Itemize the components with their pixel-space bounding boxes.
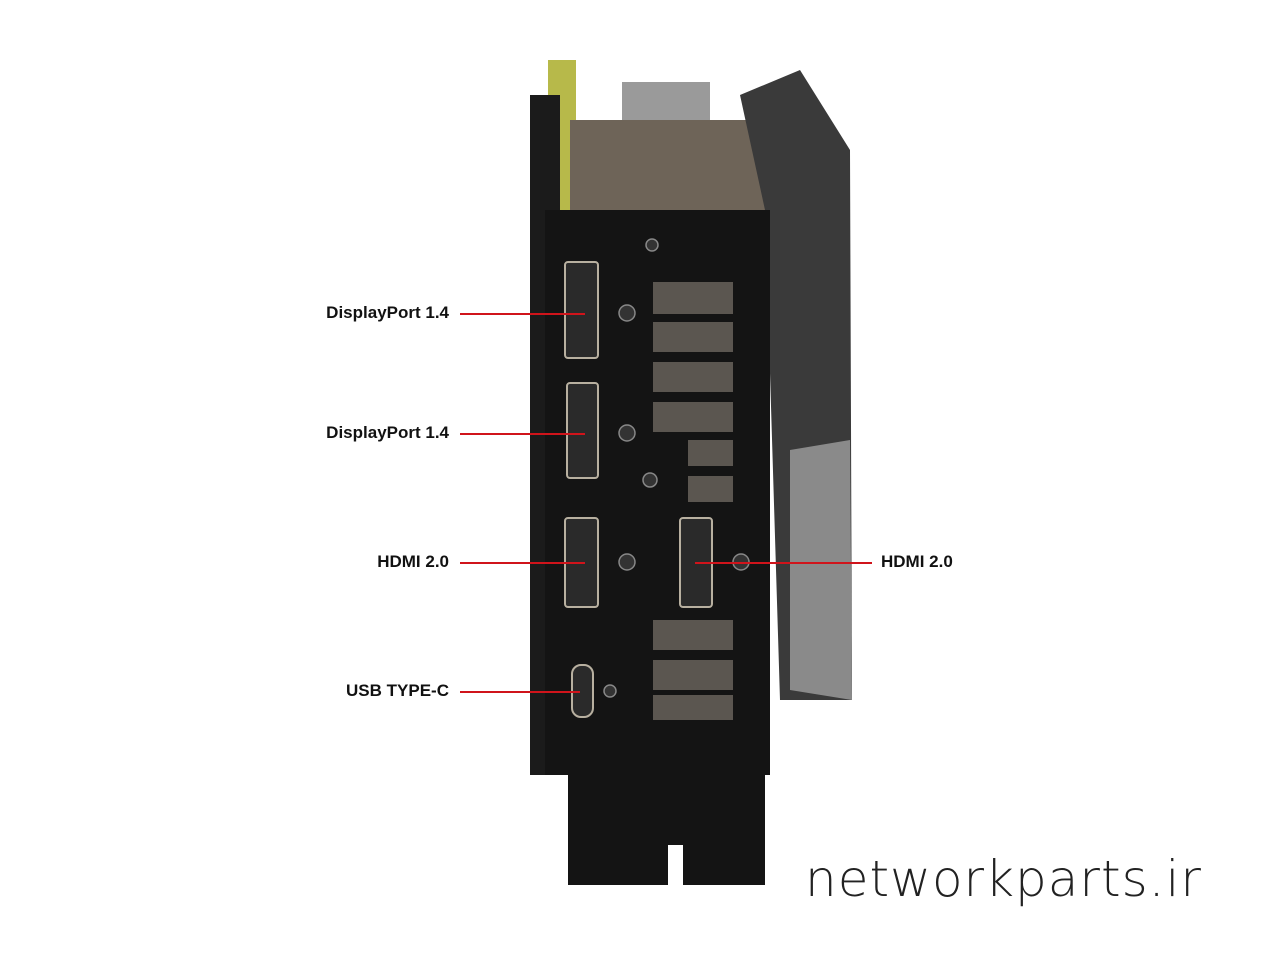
- displayport-1: [564, 261, 599, 359]
- callout-line-usbc: [460, 691, 580, 693]
- heatsink-top: [570, 120, 770, 215]
- standoff-icon: [645, 238, 659, 252]
- callout-line-dp1: [460, 313, 585, 315]
- screw-icon: [618, 424, 636, 442]
- label-usb-c: USB TYPE-C: [346, 681, 449, 700]
- label-hdmi-left: HDMI 2.0: [377, 552, 449, 571]
- label-displayport-2: DisplayPort 1.4: [326, 423, 449, 442]
- label-displayport-1: DisplayPort 1.4: [326, 303, 449, 322]
- standoff-icon: [642, 472, 658, 488]
- cooler-side: [790, 440, 852, 700]
- vents: [653, 282, 733, 720]
- callout-line-hdmi-right: [695, 562, 872, 564]
- label-hdmi-right: HDMI 2.0: [881, 552, 953, 571]
- screw-icon: [603, 684, 617, 698]
- callout-line-dp2: [460, 433, 585, 435]
- screw-icon: [618, 304, 636, 322]
- watermark: networkparts.ir: [805, 850, 1202, 908]
- screw-icon: [618, 553, 636, 571]
- displayport-2: [566, 382, 599, 479]
- callout-line-hdmi-left: [460, 562, 585, 564]
